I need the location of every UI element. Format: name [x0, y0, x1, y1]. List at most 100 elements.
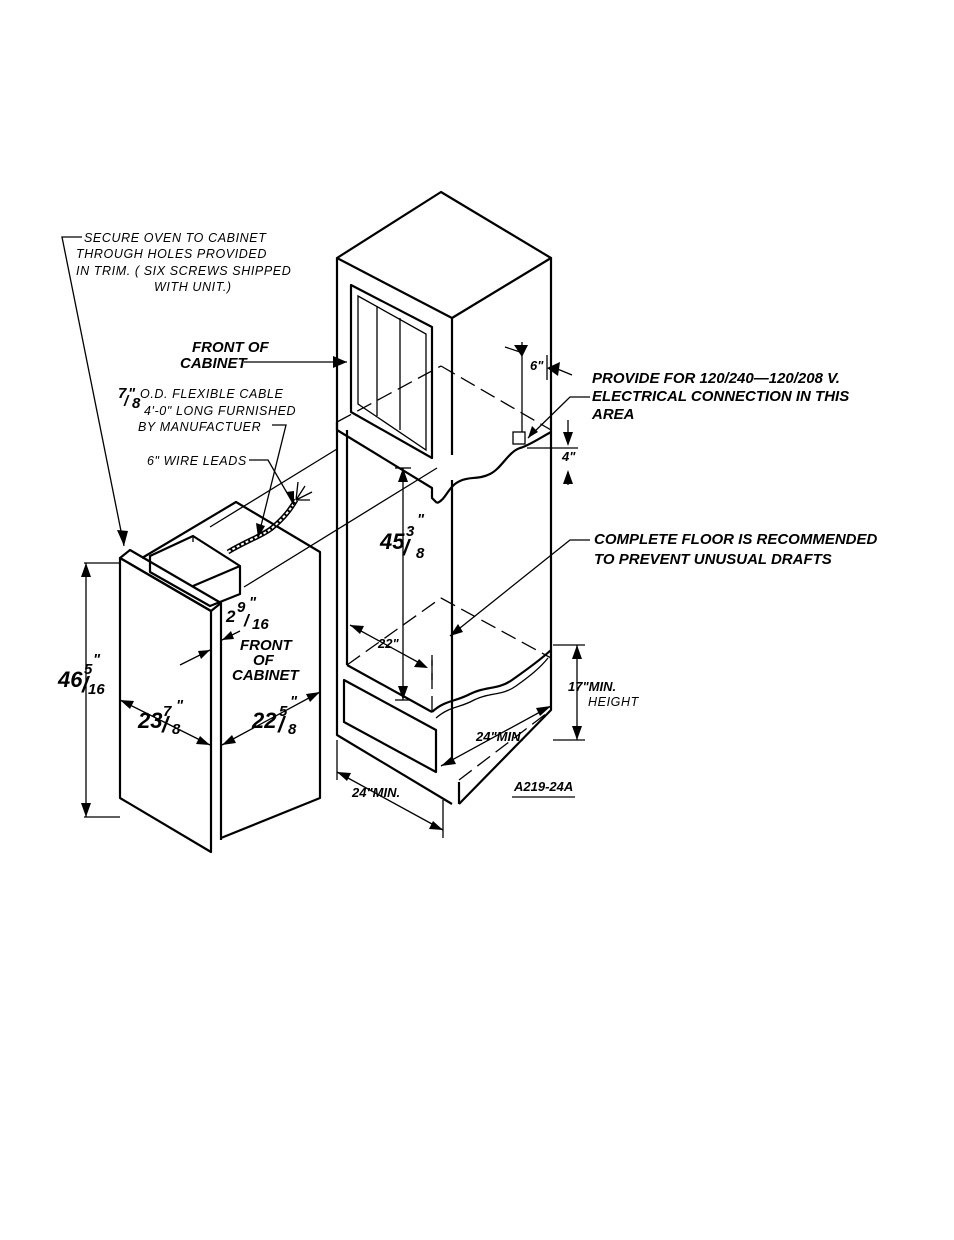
oven-door: [357, 294, 427, 452]
arrow-17a: [572, 645, 582, 659]
wire-leads-leader: [249, 459, 295, 506]
cabinet-right-face: [458, 258, 553, 805]
dim-24-bottom-label: 24"MIN.: [351, 785, 400, 800]
cable-leader: [257, 424, 287, 539]
arrow-46b: [81, 803, 91, 817]
arrow-6a: [514, 345, 528, 357]
floor-note-line-2: TO PREVENT UNUSUAL DRAFTS: [594, 551, 832, 568]
arrow-22c-b: [306, 692, 320, 702]
oven-trim-panel: [349, 283, 434, 460]
secure-note-line-4: WITH UNIT.): [154, 280, 232, 294]
arrow-24r-a: [441, 756, 456, 766]
dim-23-line: [119, 699, 211, 746]
arrow-24b-a: [337, 772, 351, 781]
dim-2-slash: /: [243, 611, 251, 630]
dim-24-bottom-line: [336, 771, 444, 831]
dim-22-label: 22": [377, 636, 399, 651]
cable-note-line-1: O.D. FLEXIBLE CABLE: [140, 387, 283, 401]
arrowheads: [81, 345, 582, 830]
dim-23-inch: ": [176, 697, 184, 714]
arrow-wire: [286, 491, 294, 505]
arrow-secure: [117, 530, 128, 546]
dim-23-den: 8: [172, 721, 181, 738]
cabinet-front-face: [335, 258, 453, 805]
arrow-2a: [198, 650, 210, 659]
oven-unit: [118, 481, 322, 854]
min-height-line-1: 17"MIN.: [568, 679, 616, 694]
arrow-cable: [256, 523, 265, 538]
cable-fraction-inch: ": [128, 385, 136, 402]
cable-fraction-den: 8: [132, 395, 141, 412]
arrow-provide: [528, 426, 538, 438]
front-of-cabinet-side-line-3: CABINET: [232, 667, 301, 684]
secure-note-line-2: THROUGH HOLES PROVIDED: [76, 247, 267, 261]
dim-22b-whole: 22: [251, 708, 277, 733]
cabinet-top: [335, 190, 553, 320]
dim-2-whole: 2: [225, 607, 236, 626]
dim-24-right-label: 24"MIN.: [475, 729, 524, 744]
dimension-lines: [61, 236, 590, 838]
dim-2-den: 16: [252, 616, 269, 633]
wire-leads: [295, 481, 313, 501]
front-of-cabinet-top-line-1: FRONT OF: [192, 339, 269, 356]
torn-edge-upper: [436, 431, 552, 505]
projection-line: [209, 448, 338, 528]
arrow-22b: [414, 659, 428, 668]
arrow-17b: [572, 726, 582, 740]
kick-panel: [342, 678, 438, 774]
dim-23-whole: 23: [137, 708, 162, 733]
dim-45-inch: ": [417, 511, 425, 528]
dim-46-slash: /: [81, 672, 91, 697]
torn-edge-lower-shadow: [435, 657, 549, 719]
arrow-2b: [222, 631, 234, 640]
cable-fraction-slash: /: [123, 393, 130, 410]
arrow-4b: [563, 470, 573, 484]
dim-2-num: 9: [237, 599, 246, 616]
dim-23-num: 7: [163, 703, 172, 720]
cabinet: [335, 190, 553, 805]
provide-note-line-1: PROVIDE FOR 120/240—120/208 V.: [592, 370, 840, 387]
front-of-cabinet-side-line-2: OF: [253, 652, 275, 669]
dim-6-label: 6": [530, 358, 544, 373]
dim-22b-den: 8: [288, 721, 297, 738]
floor-leader: [449, 539, 590, 637]
hidden-edge: [440, 365, 552, 431]
arrow-24b-b: [429, 821, 443, 830]
front-of-cabinet-top-line-2: CABINET: [180, 355, 249, 372]
dim-4-label: 4": [561, 449, 576, 464]
dim-46-den: 16: [88, 681, 105, 698]
dim-22-line: [349, 624, 426, 667]
min-height-line-2: HEIGHT: [588, 695, 640, 709]
floor-hidden-edge: [458, 709, 552, 781]
junction-box-edge: [192, 564, 241, 588]
electrical-box: [512, 431, 526, 445]
cable-note-line-2: 4'-0" LONG FURNISHED: [144, 404, 296, 418]
provide-note-line-3: AREA: [591, 406, 635, 423]
secure-note-line-1: SECURE OVEN TO CABINET: [84, 231, 267, 245]
arrow-24r-b: [536, 706, 551, 716]
floor-hidden-edge: [346, 597, 442, 666]
floor-front-edge: [346, 664, 433, 713]
arrow-22c-a: [222, 735, 236, 745]
dim-46-inch: ": [93, 651, 101, 668]
hidden-edge: [336, 365, 442, 423]
dim-22b-slash: /: [277, 712, 287, 737]
dim-45-whole: 45: [379, 529, 405, 554]
cable-note-line-3: BY MANUFACTUER: [138, 420, 261, 434]
dim-45-den: 8: [416, 545, 425, 562]
arrow-46a: [81, 563, 91, 577]
oven-body: [141, 500, 322, 840]
arrow-22a: [350, 625, 364, 634]
floor-note-line-1: COMPLETE FLOOR IS RECOMMENDED: [594, 531, 878, 548]
arrow-floor: [450, 624, 463, 636]
provide-note-line-2: ELECTRICAL CONNECTION IN THIS: [592, 388, 849, 405]
oven-opening-sill: [335, 422, 438, 504]
dim-23-slash: /: [161, 712, 171, 737]
arrow-4a: [563, 432, 573, 446]
dim-22b-num: 5: [279, 703, 288, 720]
dim-46-num: 5: [84, 661, 93, 678]
dim-45-slash: /: [402, 535, 412, 560]
dim-46-whole: 46: [57, 667, 83, 692]
